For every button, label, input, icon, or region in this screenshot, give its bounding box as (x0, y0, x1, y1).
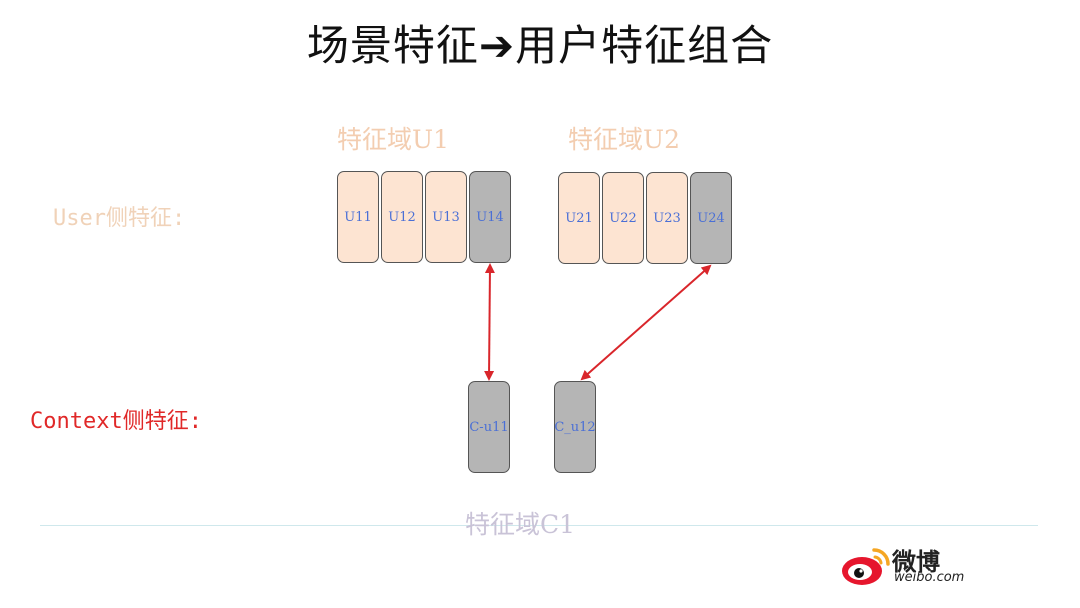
group-label-c1: 特征域C1 (465, 510, 576, 539)
feature-box-u21: U21 (558, 172, 600, 264)
weibo-logo: 微博 weibo.com (840, 542, 964, 590)
arrow-u24-c-u12 (580, 264, 712, 381)
feature-box-u23: U23 (646, 172, 688, 264)
logo-text-cn: 微博 (892, 548, 940, 576)
feature-box-c-u11: C-u11 (468, 381, 510, 473)
feature-box-c-u12: C_u12 (554, 381, 596, 473)
logo-text-en: weibo.com (894, 570, 965, 585)
feature-box-u11: U11 (337, 171, 379, 263)
group-label-u2: 特征域U2 (568, 125, 680, 154)
bottom-divider (40, 525, 1038, 526)
feature-box-u22: U22 (602, 172, 644, 264)
context-row-label: Context侧特征: (30, 409, 202, 434)
feature-box-u14: U14 (469, 171, 511, 263)
slide-title: 场景特征➔用户特征组合 (306, 21, 774, 70)
weibo-eye-icon (842, 548, 890, 585)
feature-box-u13: U13 (425, 171, 467, 263)
feature-box-u24: U24 (690, 172, 732, 264)
group-label-u1: 特征域U1 (337, 125, 449, 154)
feature-box-u12: U12 (381, 171, 423, 263)
arrow-u14-c-u11 (484, 263, 495, 381)
user-row-label: User侧特征: (53, 206, 186, 231)
